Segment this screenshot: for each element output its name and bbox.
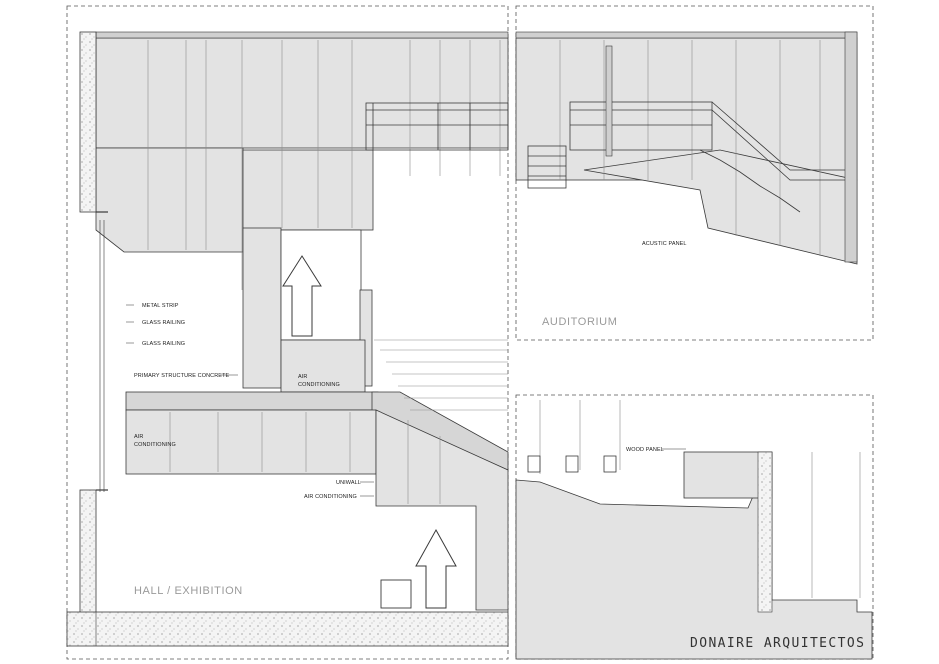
label-uniwall: UNIWALL <box>336 480 361 486</box>
auditorium-stair <box>527 101 845 213</box>
label-wood-panel: WOOD PANEL <box>626 447 664 453</box>
stage-chairs <box>527 455 617 473</box>
label-ac-right: AIR CONDITIONING <box>304 494 357 500</box>
stage-volume <box>515 451 873 660</box>
label-ac-upper-2: CONDITIONING <box>298 382 340 388</box>
auditorium-column <box>605 45 613 157</box>
room-hall: HALL / EXHIBITION <box>134 585 243 597</box>
up-arrow-upper <box>282 255 322 337</box>
stage-hangers <box>539 400 861 598</box>
label-metal-strip: METAL STRIP <box>142 303 179 309</box>
ground-slab <box>66 611 509 647</box>
upper-floor-volume <box>95 31 509 253</box>
lower-panel-lines <box>169 412 441 504</box>
bench <box>380 579 412 609</box>
label-glass-railing-1: GLASS RAILING <box>142 320 185 326</box>
credit-text: DONAIRE ARQUITECTOS <box>690 636 865 651</box>
leader-lines <box>126 304 686 497</box>
concrete-slab <box>125 391 509 471</box>
auditorium-volume <box>515 31 858 265</box>
upper-railing <box>365 102 509 151</box>
seating-steps <box>374 339 508 411</box>
label-ac-lower-1: AIR <box>134 434 143 440</box>
lower-floor-volume <box>125 409 509 611</box>
room-auditorium: AUDITORIUM <box>542 316 617 328</box>
up-arrow-lower <box>415 528 457 609</box>
upper-panel-lines <box>147 40 501 290</box>
label-ac-upper-1: AIR <box>298 374 307 380</box>
label-ac-lower-2: CONDITIONING <box>134 442 176 448</box>
left-facade <box>79 31 108 616</box>
label-glass-railing-2: GLASS RAILING <box>142 341 185 347</box>
label-primary-structure: PRIMARY STRUCTURE CONCRETE <box>134 373 230 379</box>
label-acoustic-panel: ACUSTIC PANEL <box>642 241 687 247</box>
